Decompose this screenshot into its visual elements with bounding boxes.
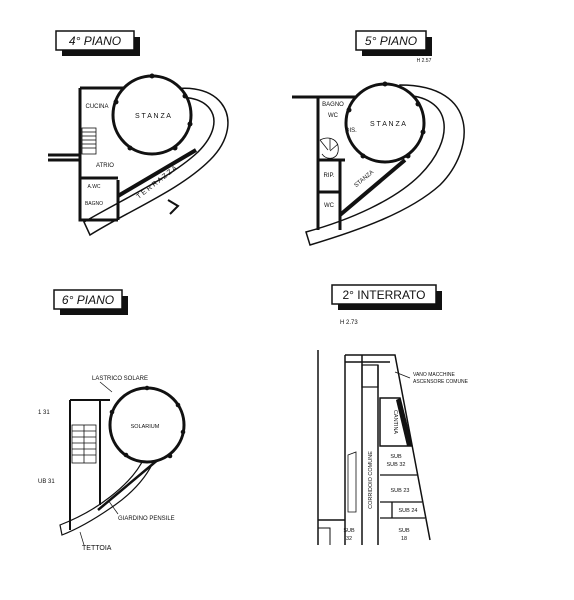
label-wc-2: WC xyxy=(324,203,335,209)
label-kitchen: CUCINA xyxy=(85,104,108,110)
title-box xyxy=(55,30,135,51)
label-shaft-1: VANO MACCHINE xyxy=(413,372,456,378)
plan-title: 6° PIANO xyxy=(62,293,114,307)
cellar-wall-dark xyxy=(396,398,412,446)
label-shaft-2: ASCENSORE COMUNE xyxy=(413,379,469,385)
label-small-1: A.WC xyxy=(87,184,100,190)
label-solarium: SOLARIUM xyxy=(131,424,160,430)
room-columns xyxy=(113,73,193,151)
plan-floor-4: 4° PIANO CUCINA S T A N Z A ATRIO A.WC B… xyxy=(48,30,229,237)
label-roof: LASTRICO SOLARE xyxy=(92,376,148,382)
label-sub-18-1: SUB xyxy=(398,528,410,534)
label-corridor: CORRIDOIO COMUNE xyxy=(368,451,374,509)
wall-stub xyxy=(167,199,180,215)
ramp xyxy=(347,451,357,513)
plan-title: 2° INTERRATO xyxy=(342,288,425,302)
label-sub-mid: UB 31 xyxy=(38,479,55,485)
leader-shaft xyxy=(394,371,411,379)
leader-canopy xyxy=(79,531,85,546)
plan-walls xyxy=(48,86,125,222)
label-small-2: BAGNO xyxy=(85,201,103,207)
label-sub-32a: SUB 32 xyxy=(387,462,406,468)
unit-dividers xyxy=(380,474,425,519)
height-note: H 2.73 xyxy=(340,320,358,326)
label-room: S T A N Z A xyxy=(135,113,171,120)
label-bath: BAGNO xyxy=(322,102,344,108)
label-sub-18-2: 18 xyxy=(401,536,407,542)
plan-title: 4° PIANO xyxy=(69,34,121,48)
leader-garden xyxy=(107,499,119,515)
lift-shaft xyxy=(361,364,379,388)
label-sub-top: 1 31 xyxy=(38,410,50,416)
balcony-railing xyxy=(338,158,407,217)
title-box xyxy=(331,284,437,305)
label-garden: GIARDINO PENSILE xyxy=(118,516,175,522)
plan-title: 5° PIANO xyxy=(365,34,417,48)
stairs xyxy=(81,127,97,155)
plan-basement-2: 2° INTERRATO H 2.73 VANO MACCHINE ASCENS… xyxy=(317,284,469,545)
outer-band xyxy=(305,84,465,246)
label-rip: RIP. xyxy=(324,173,335,179)
label-sub-32b-1: SUB xyxy=(343,528,355,534)
label-sub-23: SUB 23 xyxy=(391,488,410,494)
plan-floor-6: 6° PIANO LASTRICO SOLARE SOLARIUM 1 31 U… xyxy=(38,289,186,552)
terrace-railing xyxy=(116,148,198,198)
label-hall: ATRIO xyxy=(96,163,114,169)
room-columns xyxy=(346,81,426,159)
bottom-stub xyxy=(318,527,331,545)
label-canopy: TETTOIA xyxy=(82,545,112,552)
label-wc-1: WC xyxy=(328,113,339,119)
title-box xyxy=(355,30,427,51)
stairs xyxy=(319,137,339,159)
label-room: S T A N Z A xyxy=(370,121,406,128)
label-sub-24: SUB 24 xyxy=(399,508,418,514)
plan-walls xyxy=(69,399,110,530)
label-cellar: CANTINA xyxy=(392,410,398,434)
height-note: H 2.57 xyxy=(417,58,432,64)
outer-walls xyxy=(317,350,346,545)
stairs xyxy=(71,424,97,464)
garden-edge xyxy=(97,457,161,511)
label-sub-32b-2: 32 xyxy=(346,536,352,542)
label-sub-32a-1: SUB xyxy=(390,454,402,460)
leader-roof xyxy=(99,381,113,393)
room-columns xyxy=(109,385,186,459)
corridor-walls xyxy=(345,354,431,545)
plan-walls xyxy=(292,95,360,230)
plan-floor-5: 5° PIANO H 2.57 BAGNO WC DIS. S T A N Z … xyxy=(292,30,465,246)
label-dis: DIS. xyxy=(345,128,357,134)
title-box xyxy=(53,289,123,310)
